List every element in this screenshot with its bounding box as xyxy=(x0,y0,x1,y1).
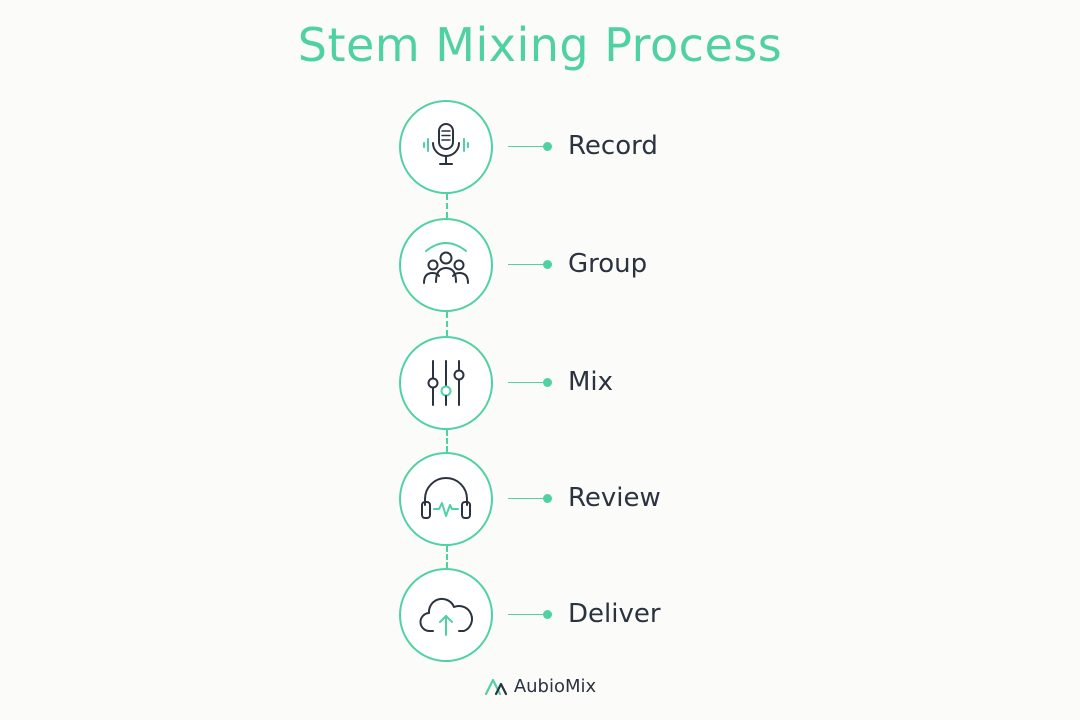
step-icon-circle xyxy=(399,336,493,430)
mixer-sliders-icon xyxy=(427,360,465,406)
step-label: Group xyxy=(568,249,648,279)
step-label: Deliver xyxy=(568,599,661,629)
step-icon-circle xyxy=(399,452,493,546)
microphone-icon xyxy=(423,123,469,165)
step-icon-circle xyxy=(399,100,493,194)
brand-logo: AubioMix xyxy=(0,676,1080,697)
page-title: Stem Mixing Process xyxy=(297,18,783,72)
step-label: Review xyxy=(568,483,661,513)
connector-line xyxy=(508,146,544,147)
step-label: Mix xyxy=(568,367,614,397)
connector-dot xyxy=(543,142,552,151)
connector-line xyxy=(508,382,544,383)
connector-dot xyxy=(543,260,552,269)
step-group: Group xyxy=(0,218,1080,314)
step-icon-circle xyxy=(399,218,493,312)
step-deliver: Deliver xyxy=(0,568,1080,664)
connector-line xyxy=(508,498,544,499)
connector-line xyxy=(508,264,544,265)
step-mix: Mix xyxy=(0,336,1080,432)
connector-dot xyxy=(543,494,552,503)
cloud-upload-icon xyxy=(419,597,473,636)
brand-logo-icon xyxy=(484,678,507,695)
step-icon-circle xyxy=(399,568,493,662)
dashed-connector xyxy=(446,312,448,336)
headphones-icon xyxy=(421,477,471,519)
dashed-connector xyxy=(446,194,448,218)
connector-line xyxy=(508,614,544,615)
step-record: Record xyxy=(0,100,1080,196)
people-group-icon xyxy=(423,242,469,284)
dashed-connector xyxy=(446,430,448,452)
connector-dot xyxy=(543,378,552,387)
dashed-connector xyxy=(446,546,448,568)
brand-name: AubioMix xyxy=(513,676,597,697)
connector-dot xyxy=(543,610,552,619)
step-review: Review xyxy=(0,452,1080,548)
step-label: Record xyxy=(568,131,658,161)
